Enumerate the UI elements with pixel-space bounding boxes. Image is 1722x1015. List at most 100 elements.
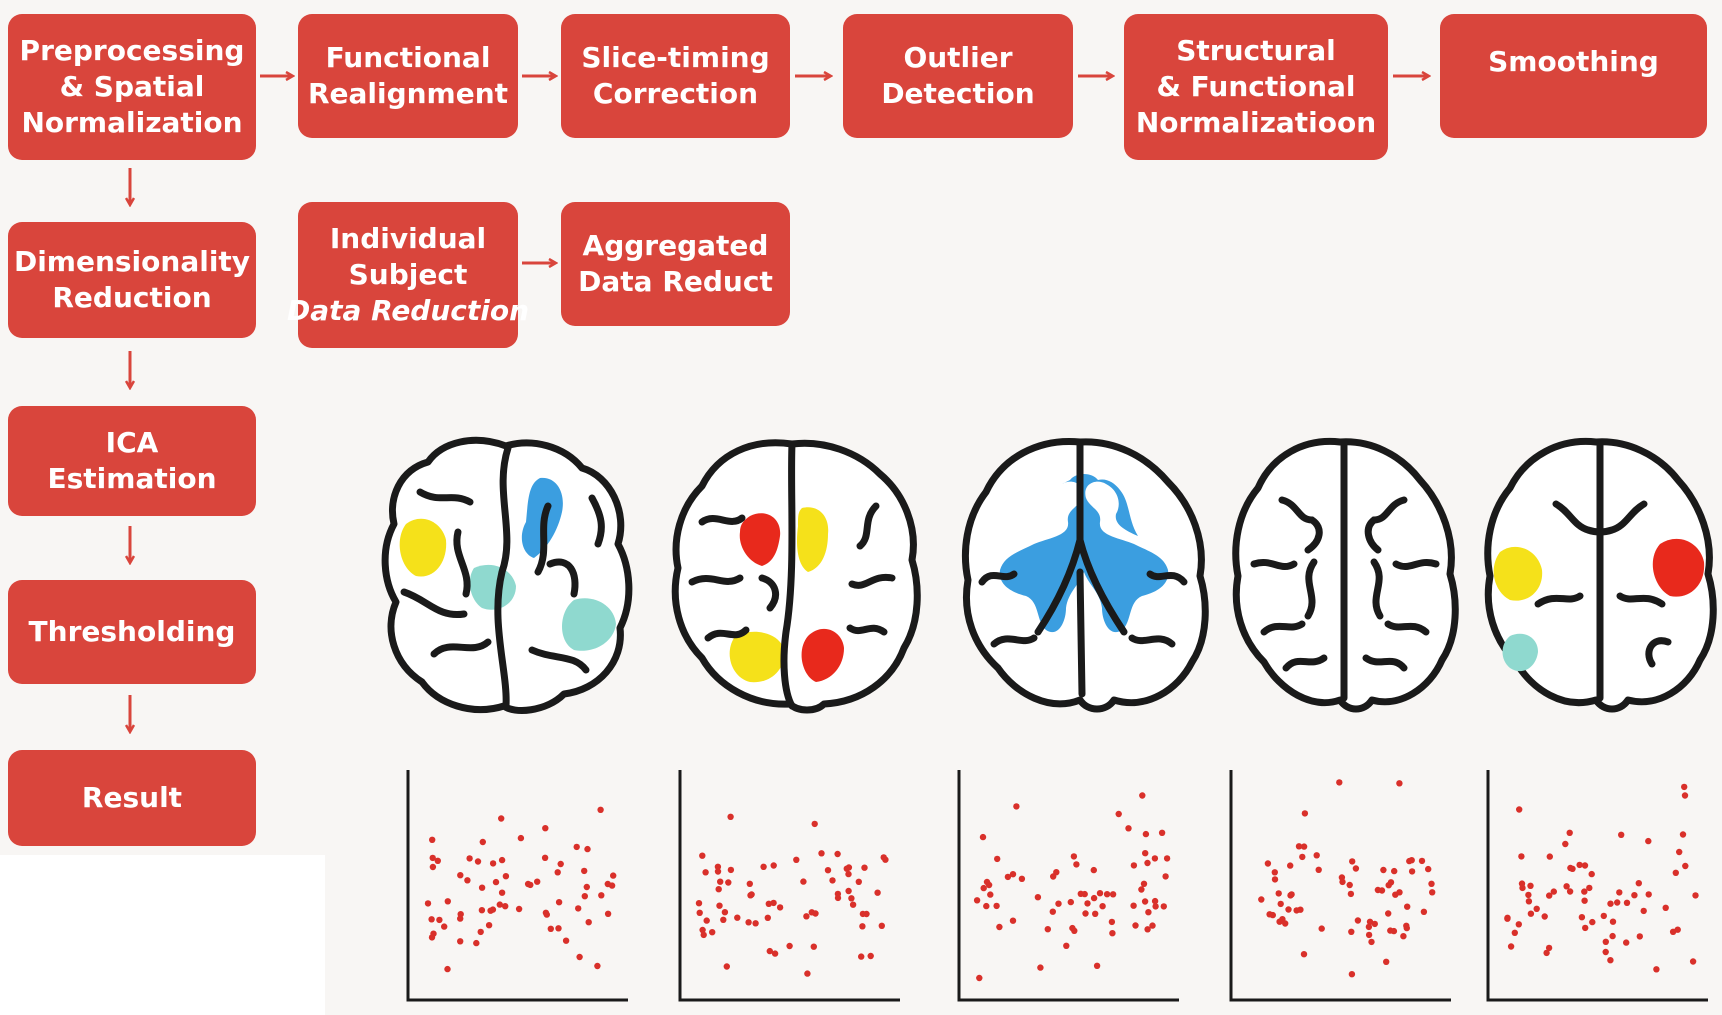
scatter-dot (1149, 922, 1156, 929)
brain-midline (780, 440, 796, 710)
scatter-dot (1576, 861, 1583, 869)
step-structural-functional-box: Structural & Functional Normalizatioon (1124, 14, 1388, 160)
scatter-dot (696, 909, 703, 916)
brain-5-illustration (1484, 437, 1717, 713)
scatter-dot (1279, 916, 1286, 923)
brain-fold (1128, 634, 1176, 648)
scatter-dot (714, 868, 722, 875)
scatter-dot (1527, 882, 1534, 889)
scatter-dot (1669, 928, 1677, 935)
scatter-dot (594, 962, 601, 970)
brain-midline (1076, 536, 1128, 636)
scatter-dot (1618, 831, 1625, 838)
scatter-dot (1142, 830, 1150, 838)
scatter-dot (716, 902, 723, 909)
scatter-dot (1352, 865, 1360, 872)
scatter-dot (479, 838, 486, 846)
background-panel (0, 855, 325, 1015)
step-slice-timing-box: Slice-timing Correction (561, 14, 790, 138)
step-label-line: ICA (105, 426, 159, 459)
scatter-dot (786, 942, 793, 950)
scatter-dot (1300, 843, 1308, 850)
brain-fold (1596, 500, 1648, 536)
scatter-dot (764, 914, 771, 921)
scatter-dot (703, 917, 710, 924)
scatter-dot (1582, 924, 1589, 932)
scatter-dot (424, 900, 432, 907)
scatter-dot (1602, 948, 1609, 956)
step-outlier-detection-box: Outlier Detection (843, 14, 1073, 138)
scatter-dot (1037, 964, 1044, 971)
step-smoothing-box: Smoothing (1440, 14, 1707, 138)
scatter-dot (1566, 888, 1574, 895)
scatter-dot (1151, 855, 1159, 862)
scatter-dot (863, 910, 870, 918)
brain-2-illustration (671, 439, 921, 714)
scatter-dot (457, 938, 464, 945)
scatter-dot (1162, 873, 1169, 880)
scatter-dot (1115, 810, 1122, 818)
scatter-dot (1581, 897, 1588, 904)
brain-fold (856, 502, 880, 550)
brain-fold (1370, 558, 1384, 620)
step-label-line: Detection (881, 77, 1035, 110)
scatter-dot (444, 898, 451, 905)
scatter-plot-1 (406, 770, 628, 1002)
scatter-dot (1563, 883, 1570, 890)
scatter-dot (858, 953, 865, 960)
scatter-dot (824, 867, 832, 874)
scatter-dot (861, 864, 868, 871)
scatter-dot (489, 860, 497, 867)
scatter-dot (983, 878, 991, 886)
brain-fold (1364, 496, 1408, 554)
scatter-dot (804, 970, 811, 977)
scatter-dot (702, 869, 709, 876)
step-label-line: Structural (1176, 34, 1336, 67)
scatter-dot (444, 965, 451, 973)
scatter-dot (1315, 866, 1322, 873)
scatter-dot (1390, 927, 1398, 935)
blob-yellow (1493, 546, 1543, 601)
scatter-dot (1151, 897, 1159, 905)
scatter-dot (1420, 908, 1428, 915)
scatter-dot (1403, 924, 1410, 932)
scatter-dot (849, 901, 857, 908)
scatter-dot (770, 899, 777, 907)
scatter-dot (1400, 933, 1407, 940)
scatter-dot (1428, 880, 1435, 887)
scatter-dot (1607, 957, 1614, 964)
scatter-dot (478, 907, 486, 914)
step-label-line: Smoothing (1488, 45, 1659, 78)
scatter-dot (845, 864, 853, 871)
scatter-dot (1525, 898, 1533, 905)
scatter-dot (1404, 903, 1411, 910)
scatter-dot (1586, 884, 1593, 892)
brain-midline (494, 444, 512, 710)
scatter-dot (1527, 910, 1535, 917)
scatter-dot (760, 863, 767, 870)
scatter-dot (498, 815, 505, 822)
step-aggregated-data-box: Aggregated Data Reduct (561, 202, 790, 326)
scatter-dot (803, 913, 810, 920)
scatter-dot (1581, 862, 1589, 869)
scatter-dot (746, 880, 753, 887)
scatter-dot (1163, 855, 1171, 862)
scatter-dot (1293, 907, 1300, 914)
scatter-dot (457, 911, 464, 918)
scatter-dot (1130, 862, 1138, 869)
step-label-line: Thresholding (28, 615, 236, 648)
scatter-dot (1277, 900, 1284, 908)
brain-fold (416, 488, 474, 506)
scatter-dot (478, 884, 486, 891)
scatter-dot (1336, 779, 1343, 786)
brain-fold (1645, 637, 1672, 668)
scatter-dot (695, 900, 703, 907)
scatter-dot (1096, 890, 1104, 897)
scatter-dot (441, 923, 448, 930)
step-label-line: Normalization (21, 106, 243, 139)
scatter-dot (1366, 918, 1374, 925)
scatter-dot (834, 890, 842, 898)
scatter-dot (1408, 868, 1416, 875)
scatter-dot (1140, 880, 1148, 887)
